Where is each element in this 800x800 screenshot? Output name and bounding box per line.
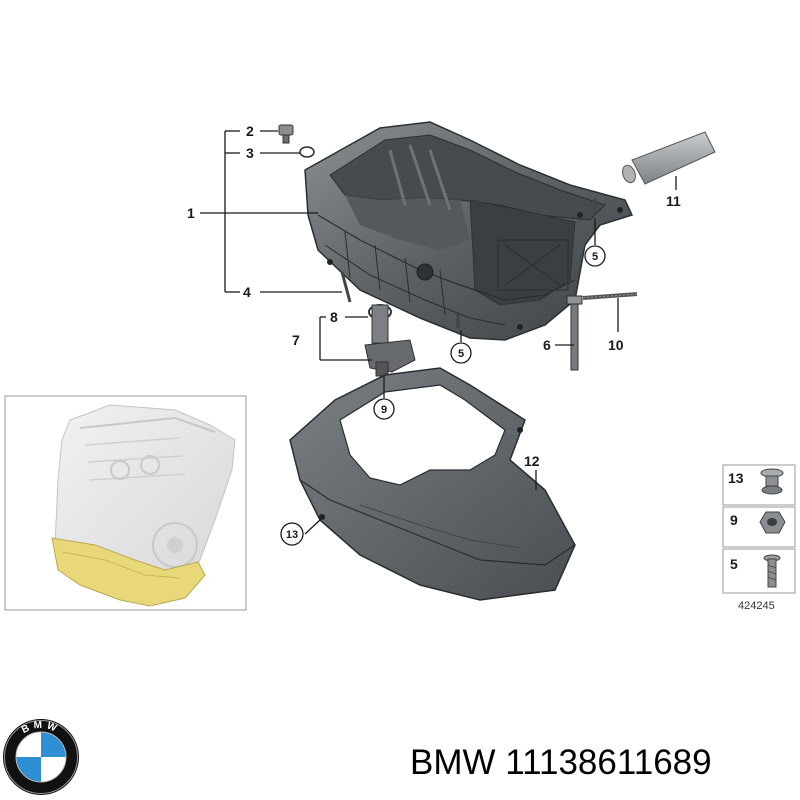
svg-text:9: 9 (381, 404, 387, 416)
legend-num-9: 9 (730, 512, 738, 528)
push-rivet-icon (760, 468, 784, 495)
underbody-shield (289, 367, 576, 601)
screw-5-left (340, 271, 352, 303)
callout-13: 13 (280, 522, 304, 546)
bolt-6 (566, 295, 583, 371)
callout-1: 1 (187, 205, 195, 221)
part-number-caption: BMW 11138611689 (410, 743, 712, 782)
callout-7: 7 (292, 332, 300, 348)
callout-11: 11 (666, 193, 681, 209)
callout-10: 10 (608, 337, 624, 353)
oil-level-sensor (364, 304, 416, 377)
svg-text:13: 13 (286, 529, 298, 541)
engine-assembly-icon (51, 404, 236, 607)
hex-nut-icon (759, 511, 786, 534)
callout-6: 6 (543, 337, 551, 353)
fastener-legend: 13 9 5 424245 (722, 464, 796, 612)
stud-10 (582, 292, 638, 300)
seal-ring (299, 146, 315, 158)
callout-12: 12 (524, 453, 540, 469)
legend-num-5: 5 (730, 556, 738, 572)
sealant-tube (622, 131, 716, 185)
callout-8: 8 (330, 309, 338, 325)
svg-text:5: 5 (592, 251, 598, 263)
callout-5-bottom: 5 (450, 342, 472, 364)
drain-plug (278, 124, 294, 144)
callout-2: 2 (246, 123, 254, 139)
legend-num-13: 13 (728, 470, 744, 486)
oil-pan-highlight (51, 537, 206, 607)
callout-4: 4 (243, 284, 251, 300)
svg-text:5: 5 (458, 348, 464, 360)
bmw-logo-icon: BMW (3, 719, 79, 795)
callout-9: 9 (373, 398, 395, 420)
engine-inset (4, 395, 247, 611)
callout-3: 3 (246, 145, 254, 161)
screw-icon (763, 554, 781, 588)
oil-pan (304, 121, 634, 341)
leader-lines (200, 130, 677, 535)
callout-5-top: 5 (584, 245, 606, 267)
reference-number: 424245 (738, 600, 775, 612)
